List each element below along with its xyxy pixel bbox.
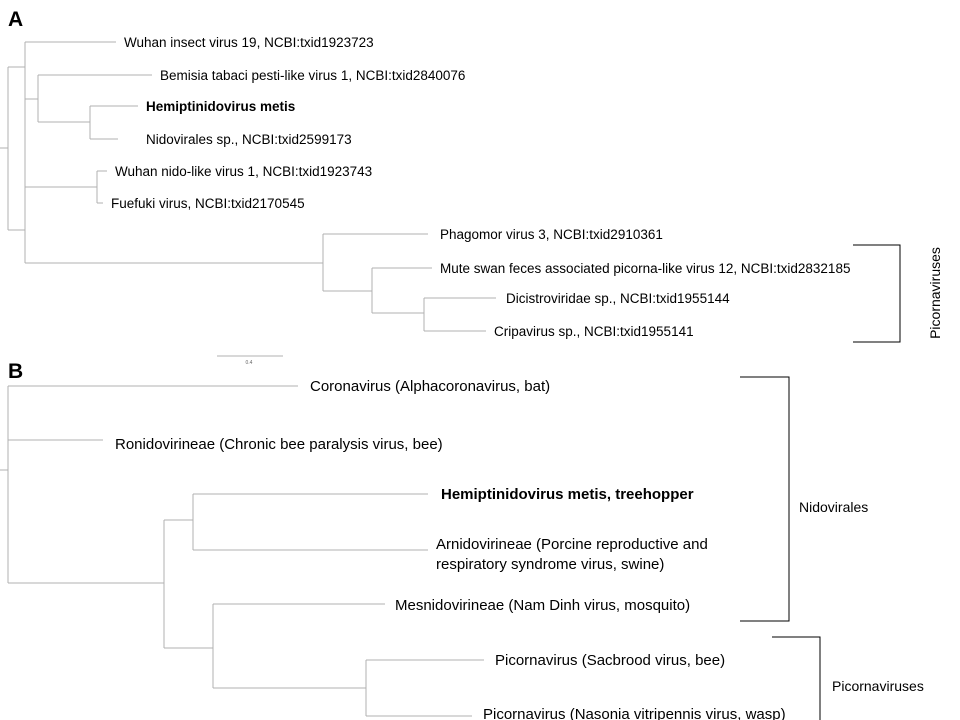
tip-label: Fuefuki virus, NCBI:txid2170545: [111, 196, 305, 211]
tip-label: Mute swan feces associated picorna-like …: [440, 261, 850, 276]
panel-a-tree: [0, 41, 496, 332]
tip-label: Coronavirus (Alphacoronavirus, bat): [310, 378, 550, 395]
tip-label: Mesnidovirineae (Nam Dinh virus, mosquit…: [395, 597, 690, 614]
panel-b-letter: B: [8, 360, 23, 383]
clade-bracket-picornaviruses: [853, 244, 901, 343]
clade-bracket-nidovirales: [740, 376, 790, 622]
clade-label-picornaviruses-b: Picornaviruses: [832, 678, 924, 694]
tip-label: Cripavirus sp., NCBI:txid1955141: [494, 324, 694, 339]
tip-label: Ronidovirineae (Chronic bee paralysis vi…: [115, 436, 443, 453]
clade-bracket-picornaviruses-b: [772, 636, 821, 720]
tip-label-highlight: Hemiptinidovirus metis, treehopper: [441, 486, 694, 503]
scale-bar-label: 0.4: [246, 360, 253, 366]
tip-label-highlight: Hemiptinidovirus metis: [146, 99, 295, 114]
tip-label: Picornavirus (Nasonia vitripennis virus,…: [483, 706, 786, 720]
clade-label-picornaviruses: Picornaviruses: [927, 247, 943, 339]
tip-label: respiratory syndrome virus, swine): [436, 556, 664, 573]
tip-label: Picornavirus (Sacbrood virus, bee): [495, 652, 725, 669]
panel-b-tree: [0, 385, 484, 717]
tip-label: Arnidovirineae (Porcine reproductive and: [436, 536, 708, 553]
tip-label: Wuhan nido-like virus 1, NCBI:txid192374…: [115, 164, 372, 179]
tip-label: Wuhan insect virus 19, NCBI:txid1923723: [124, 35, 374, 50]
panel-a-letter: A: [8, 8, 23, 31]
tip-label: Dicistroviridae sp., NCBI:txid1955144: [506, 291, 730, 306]
tip-label: Bemisia tabaci pesti-like virus 1, NCBI:…: [160, 68, 465, 83]
tip-label: Phagomor virus 3, NCBI:txid2910361: [440, 227, 663, 242]
clade-label-nidovirales: Nidovirales: [799, 499, 868, 515]
tip-label: Nidovirales sp., NCBI:txid2599173: [146, 132, 352, 147]
